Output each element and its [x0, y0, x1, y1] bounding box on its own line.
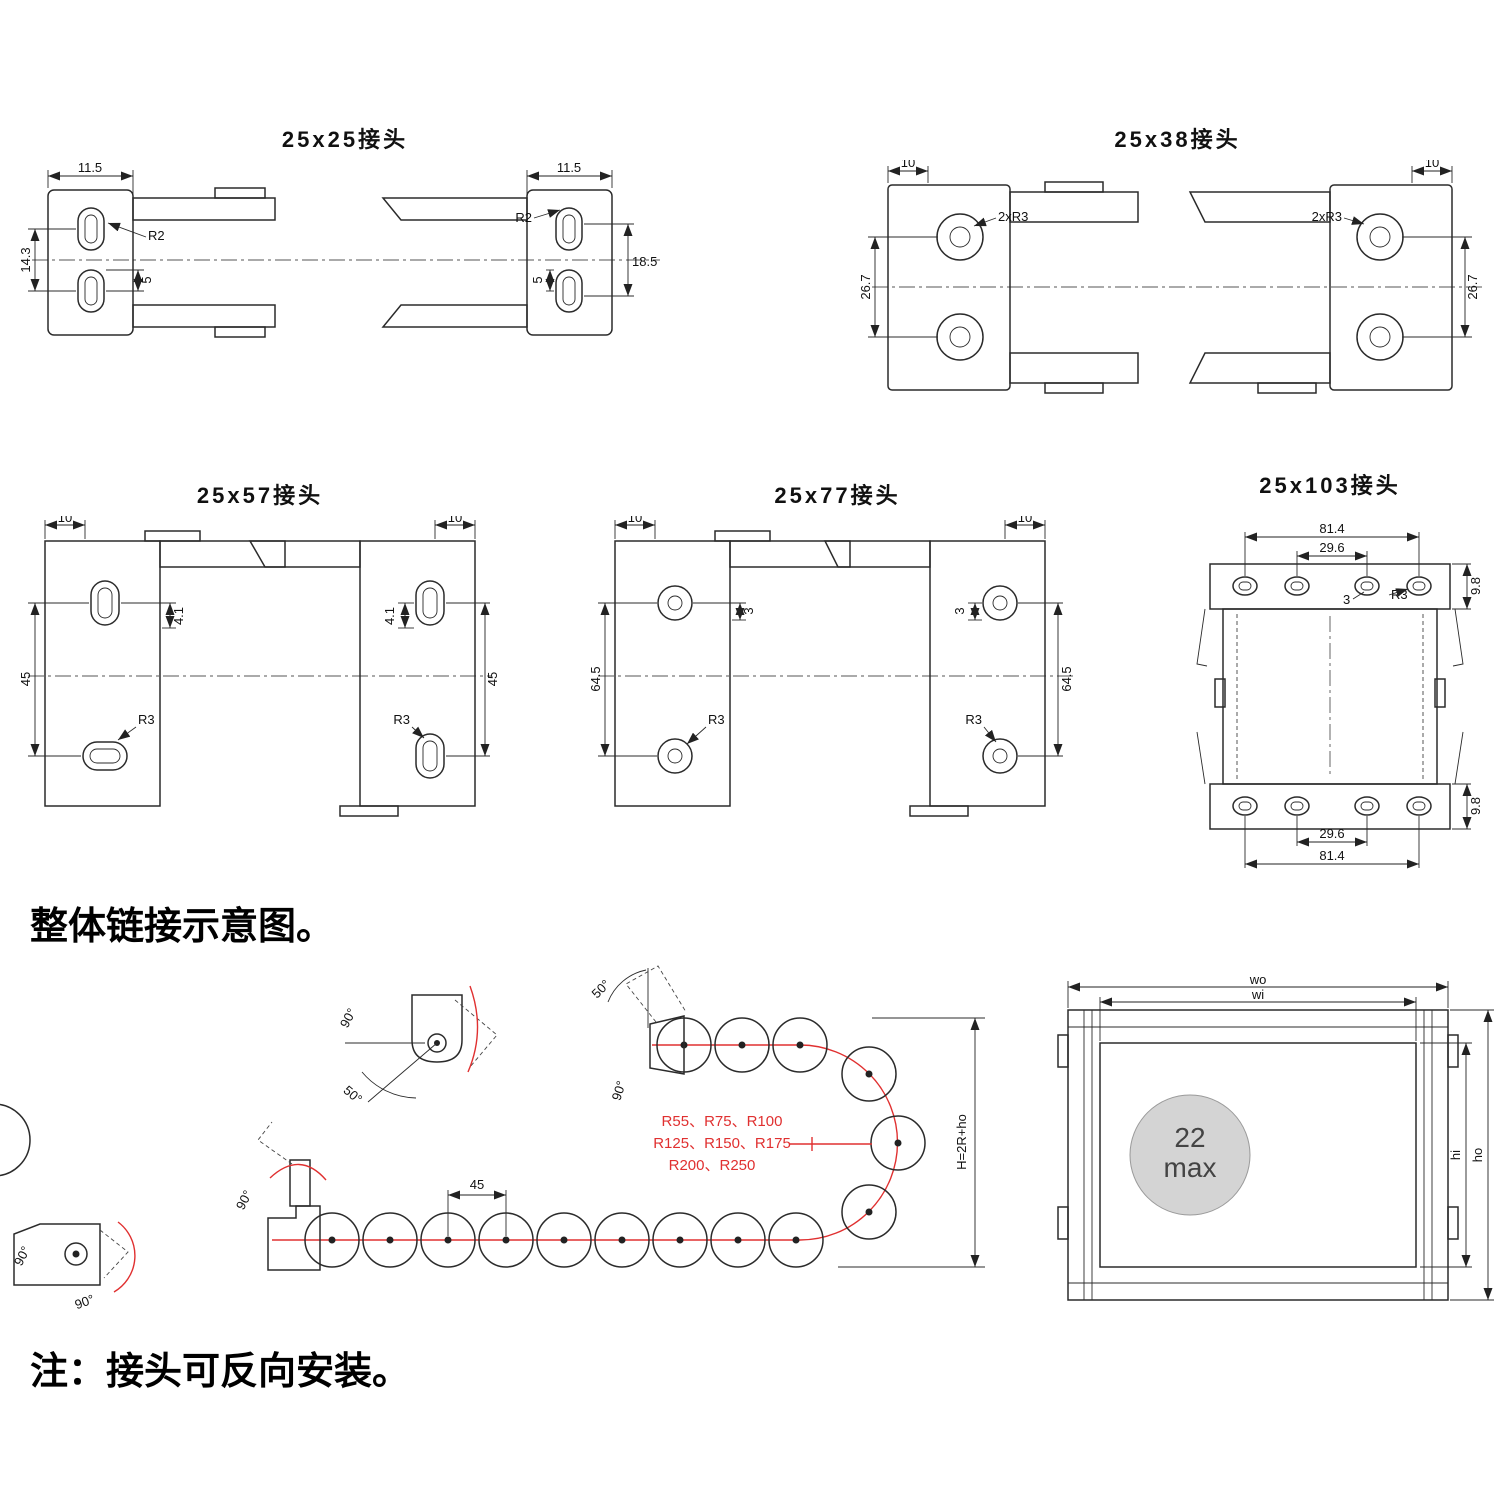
dim-label: 2xR3: [998, 209, 1028, 224]
fig-25x103: 25x103接头 81.4: [1175, 468, 1485, 909]
dim-label: 3: [1343, 592, 1350, 607]
fig-25x25-drawing: 11.5 14.3 5 R2 11.5: [18, 160, 660, 338]
dim-label: 11.5: [78, 160, 102, 175]
cross-section: 22 max wo wi hi ho: [1057, 975, 1494, 1301]
dim-label: 10: [901, 160, 915, 170]
dim-label: 81.4: [1319, 848, 1344, 863]
cable-diameter-max: max: [1164, 1152, 1217, 1183]
dim-label: H=2R+ho: [954, 1114, 969, 1170]
angle-90-label: 90°: [609, 1079, 629, 1102]
fig-25x38-title: 25x38接头: [1114, 127, 1241, 152]
chain-links: [272, 1017, 926, 1268]
dim-label: 4.1: [171, 607, 186, 625]
radius-options-line1: R55、R75、R100: [662, 1113, 783, 1130]
dim-label: 10: [1425, 160, 1439, 170]
right-view: 10 3 64.5 R3: [823, 510, 1074, 817]
left-view: 11.5 14.3 5 R2: [18, 160, 276, 338]
dim-label: R3: [708, 712, 725, 727]
dim-label: ho: [1470, 1148, 1485, 1162]
frame: [1057, 1009, 1459, 1301]
left-view: 10 3 64.5 R3: [588, 510, 851, 807]
cable-badge: 22 max: [1129, 1094, 1251, 1216]
dim-label: 4.1: [382, 607, 397, 625]
dim-label: R3: [393, 712, 410, 727]
dim-label: 45: [485, 672, 500, 686]
fig-25x57: 25x57接头 10 4.1 45 R3: [18, 478, 500, 831]
fig-25x77-drawing: 10 3 64.5 R3 10 3: [588, 510, 1077, 817]
angle-90-label: 90°: [233, 1188, 255, 1212]
angle-50-label: 50°: [589, 977, 614, 1002]
rotation-detail-top: 90° 50°: [337, 985, 498, 1107]
schematic-heading: 整体链接示意图。: [30, 906, 335, 948]
angle-90-label: 90°: [337, 1006, 359, 1030]
dim-label: 45: [20, 672, 33, 686]
pitch-dimension: 45: [447, 1177, 507, 1236]
dim-label: 3: [952, 607, 967, 614]
fig-25x57-drawing: 10 4.1 45 R3 10 4.1: [18, 510, 500, 817]
dim-label: 10: [58, 516, 72, 525]
fig-25x103-title: 25x103接头: [1259, 473, 1401, 498]
fig-25x77-title: 25x77接头: [774, 483, 901, 508]
dimensions: 81.4 29.6 3 R3 9.8 29.6 81.4 9.8: [1244, 521, 1483, 869]
dim-label: R3: [1391, 587, 1408, 602]
dim-label: 26.7: [860, 274, 873, 299]
dim-label: 9.8: [1468, 577, 1483, 595]
dim-label: 10: [1018, 516, 1032, 525]
dim-label: 10: [628, 516, 642, 525]
dim-label: 18.5: [632, 254, 657, 269]
fig-25x77: 25x77接头 10 3 64.5 R3: [588, 478, 1085, 831]
dim-label: 45: [470, 1177, 484, 1192]
dim-label: 5: [530, 276, 545, 283]
right-view: 10 26.7 2xR3: [1188, 155, 1480, 394]
right-view: 11.5 18.5 5 R2: [381, 160, 657, 336]
fig-25x25-title: 25x25接头: [281, 127, 409, 152]
rotation-detail-far-left: 90° 90°: [0, 1103, 136, 1312]
fig-25x57-title: 25x57接头: [196, 483, 324, 508]
height-dimension: H=2R+ho: [838, 1017, 985, 1268]
fig-25x103-drawing: 81.4 29.6 3 R3 9.8 29.6 81.4 9.8: [1196, 521, 1483, 869]
dim-label: 29.6: [1319, 826, 1344, 841]
dim-label: R3: [965, 712, 982, 727]
cable-diameter-value: 22: [1174, 1122, 1205, 1153]
dim-label: R2: [515, 210, 532, 225]
front-view: [1196, 563, 1464, 830]
dim-label: wo: [1249, 975, 1267, 987]
dim-label: hi: [1448, 1150, 1463, 1160]
dim-label: 10: [448, 516, 462, 525]
fig-25x38-drawing: 10 26.7 2xR3 10 26.7 2xR3: [858, 155, 1482, 394]
radius-options-line2: R125、R150、R175: [653, 1135, 791, 1152]
dim-label: wi: [1251, 987, 1264, 1002]
dim-label: 3: [741, 607, 756, 614]
radius-annotation: R55、R75、R100 R125、R150、R175 R200、R250: [653, 1113, 872, 1174]
fig-25x38: 25x38接头 10 26.7 2xR3: [858, 122, 1495, 420]
left-view: 10 4.1 45 R3: [18, 510, 286, 807]
dim-label: 5: [139, 276, 154, 283]
radius-options-line3: R200、R250: [669, 1157, 756, 1174]
right-view: 10 4.1 45 R3: [248, 510, 500, 817]
dim-label: 2xR3: [1312, 209, 1342, 224]
dim-label: 26.7: [1465, 274, 1480, 299]
dim-label: 64.5: [590, 666, 603, 691]
dim-label: 9.8: [1468, 797, 1483, 815]
dim-label: 64.5: [1059, 666, 1074, 691]
dimensions: wo wi hi ho: [1067, 975, 1494, 1301]
dim-label: 11.5: [557, 160, 581, 175]
note-text: 注：接头可反向安装。: [30, 1351, 411, 1393]
dim-label: R3: [138, 712, 155, 727]
angle-50-label: 50°: [341, 1082, 366, 1106]
dim-label: 14.3: [20, 247, 33, 272]
rotation-detail-bend: 50° 90°: [589, 965, 687, 1102]
dim-label: 81.4: [1319, 521, 1344, 536]
fig-25x25: 25x25接头 11.5 1: [18, 122, 670, 400]
chain-schematic: R55、R75、R100 R125、R150、R175 R200、R250 45…: [0, 965, 985, 1312]
angle-90-label: 90°: [73, 1291, 97, 1312]
left-view: 10 26.7 2xR3: [858, 155, 1139, 394]
dim-label: 29.6: [1319, 540, 1344, 555]
rotation-detail-bottom: 90°: [233, 1121, 327, 1271]
dim-label: R2: [148, 228, 165, 243]
